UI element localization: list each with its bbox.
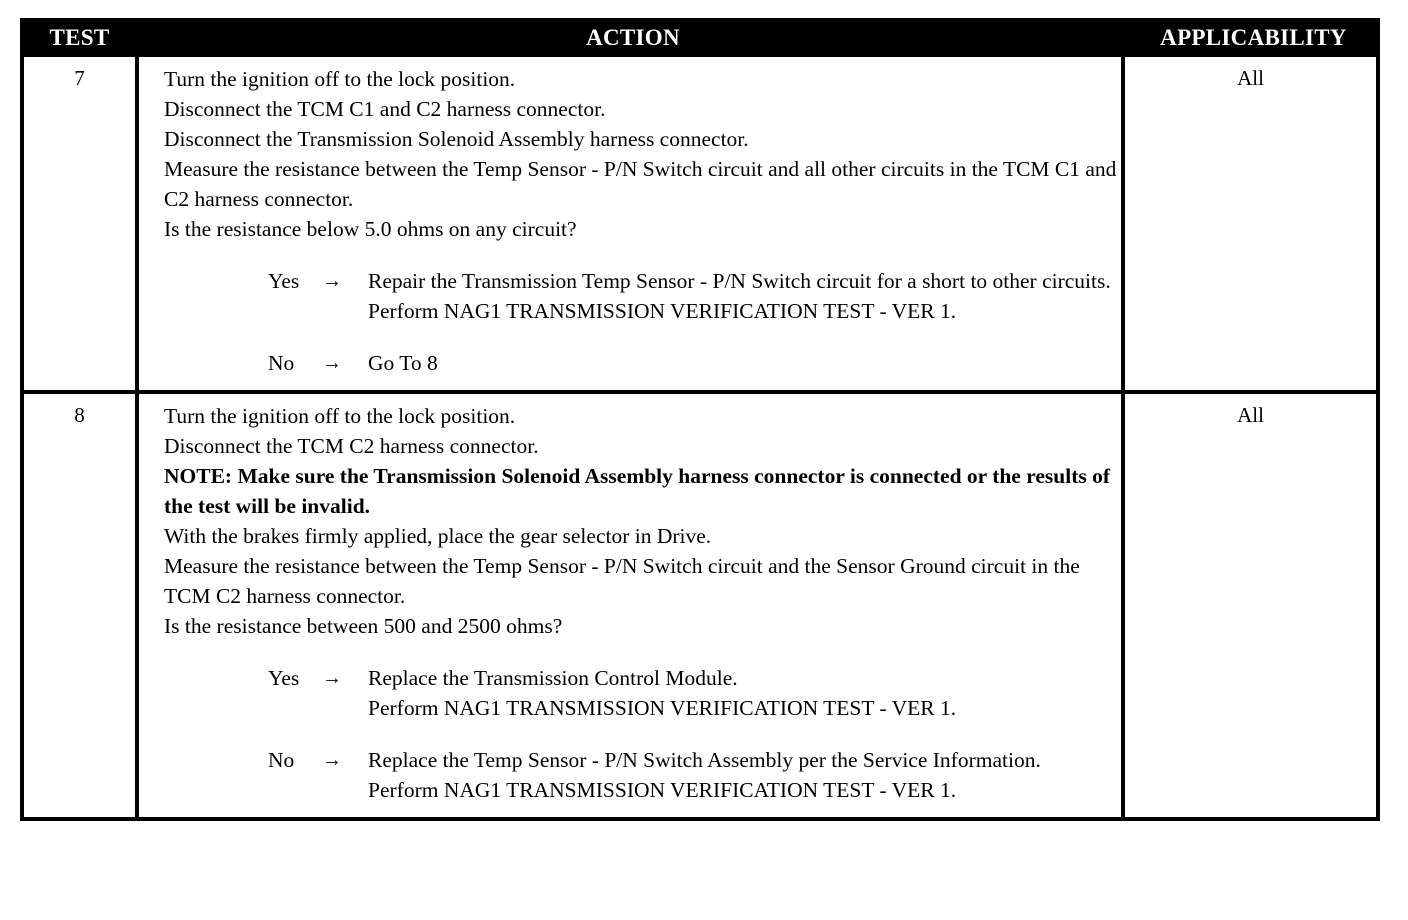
action-outcomes: Yes → Replace the Transmission Control M… [164,663,1121,805]
action-outcomes: Yes → Repair the Transmission Temp Senso… [164,266,1121,378]
action-step: Turn the ignition off to the lock positi… [164,67,516,91]
outcome-yes: Yes → Repair the Transmission Temp Senso… [164,266,1121,326]
arrow-right-icon: → [322,352,342,374]
table-row: 8 Turn the ignition off to the lock posi… [24,390,1376,817]
action-step: Disconnect the Transmission Solenoid Ass… [164,127,749,151]
outcome-line: Replace the Transmission Control Module. [368,666,738,690]
arrow-right-icon: → [322,270,342,292]
outcome-no: No → Go To 8 [164,348,1121,378]
action-cell: Turn the ignition off to the lock positi… [139,394,1125,817]
outcome-text: Go To 8 [368,348,1121,378]
outcome-line: Perform NAG1 TRANSMISSION VERIFICATION T… [368,696,957,720]
test-number-cell: 7 [24,57,139,390]
applicability-cell: All [1237,403,1264,427]
outcome-text: Replace the Transmission Control Module.… [368,663,1121,723]
action-step-note: NOTE: Make sure the Transmission Solenoi… [164,464,1116,518]
column-header-action: ACTION [586,25,680,50]
outcome-label: No [268,748,295,772]
action-cell: Turn the ignition off to the lock positi… [139,57,1125,390]
outcome-label: No [268,351,295,375]
outcome-line: Perform NAG1 TRANSMISSION VERIFICATION T… [368,299,957,323]
outcome-line: Go To 8 [368,351,438,375]
outcome-label: Yes [268,666,300,690]
outcome-no: No → Replace the Temp Sensor - P/N Switc… [164,745,1121,805]
applicability-cell: All [1237,66,1264,90]
outcome-text: Repair the Transmission Temp Sensor - P/… [368,266,1121,326]
outcome-line: Perform NAG1 TRANSMISSION VERIFICATION T… [368,778,957,802]
action-step: Measure the resistance between the Temp … [164,554,1085,608]
outcome-line: Repair the Transmission Temp Sensor - P/… [368,269,1111,293]
action-steps: Turn the ignition off to the lock positi… [164,401,1121,641]
arrow-right-icon: → [322,749,342,771]
action-step: Is the resistance below 5.0 ohms on any … [164,217,577,241]
column-header-test: TEST [49,25,110,50]
action-steps: Turn the ignition off to the lock positi… [164,64,1121,244]
diagnostic-test-table: TEST ACTION APPLICABILITY 7 Turn the ign… [20,18,1380,821]
outcome-line: Replace the Temp Sensor - P/N Switch Ass… [368,748,1041,772]
action-step: Disconnect the TCM C1 and C2 harness con… [164,97,606,121]
action-step: With the brakes firmly applied, place th… [164,524,712,548]
test-number-cell: 8 [24,394,139,817]
action-step: Turn the ignition off to the lock positi… [164,404,516,428]
table-header-row: TEST ACTION APPLICABILITY [20,18,1380,57]
action-step: Measure the resistance between the Temp … [164,157,1122,211]
outcome-label: Yes [268,269,300,293]
column-header-applicability: APPLICABILITY [1160,25,1347,50]
action-step: Disconnect the TCM C2 harness connector. [164,434,539,458]
table-body: 7 Turn the ignition off to the lock posi… [20,57,1380,821]
arrow-right-icon: → [322,667,342,689]
action-step: Is the resistance between 500 and 2500 o… [164,614,563,638]
outcome-text: Replace the Temp Sensor - P/N Switch Ass… [368,745,1121,805]
table-row: 7 Turn the ignition off to the lock posi… [24,57,1376,390]
outcome-yes: Yes → Replace the Transmission Control M… [164,663,1121,723]
